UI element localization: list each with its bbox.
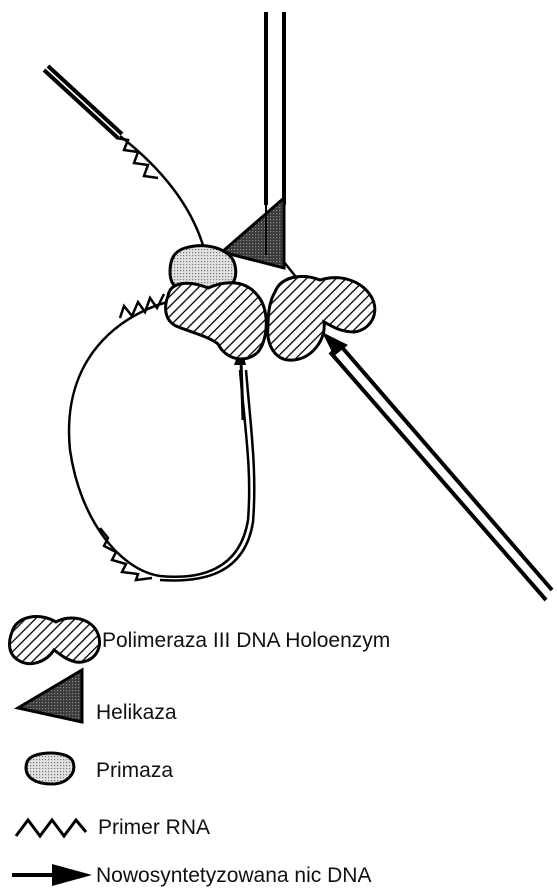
helicase-icon: [18, 670, 82, 722]
polymerase-icon: [10, 617, 100, 664]
legend-label-polymerase: Polimeraza III DNA Holoenzym: [102, 629, 390, 653]
parental-dna-duplex: [266, 12, 284, 205]
primase-icon: [26, 753, 74, 784]
legend-label-rna-primer: Primer RNA: [98, 816, 210, 840]
legend-label-primase: Primaza: [96, 759, 173, 783]
new-dna-strand-icon: [12, 864, 92, 886]
lagging-strand-upper: [44, 66, 205, 252]
rna-primer-loop-top-icon: [120, 294, 164, 318]
rna-primer-icon: [16, 820, 86, 836]
legend-label-new-dna-strand: Nowosyntetyzowana nic DNA: [96, 864, 371, 888]
legend-label-helicase: Helikaza: [96, 701, 177, 725]
rna-primer-upper-icon: [116, 138, 158, 178]
